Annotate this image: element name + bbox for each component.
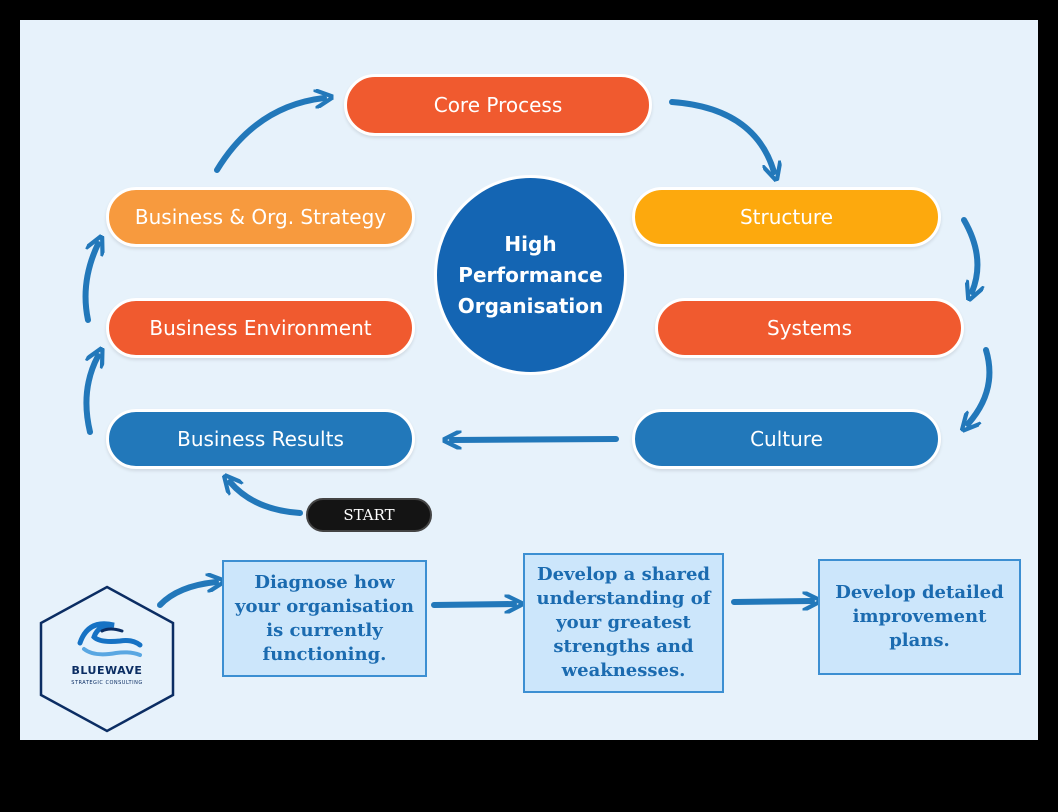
logo-name: BLUEWAVE (71, 664, 143, 677)
step-improvement-plans: Develop detailed improvement plans. (818, 559, 1021, 675)
node-business-environment: Business Environment (106, 298, 415, 358)
center-high-performance-organisation: High Performance Organisation (434, 175, 627, 375)
arrow-environment-to-strategy (82, 244, 98, 323)
node-culture: Culture (632, 409, 941, 469)
node-core-process: Core Process (344, 74, 652, 136)
arrow-step2-to-step3 (731, 601, 812, 602)
bluewave-logo (39, 585, 175, 733)
step-diagnose-text: Diagnose how your organisation is curren… (234, 571, 414, 665)
step-improvement-plans-text: Develop detailed improvement plans. (835, 582, 1004, 651)
arrow-systems-to-culture (968, 347, 993, 424)
node-structure: Structure (632, 187, 941, 247)
node-business-results-label: Business Results (177, 427, 344, 451)
wave-icon (77, 621, 143, 657)
node-business-environment-label: Business Environment (149, 316, 372, 340)
node-systems-label: Systems (767, 316, 852, 340)
arrow-culture-to-results (452, 439, 619, 440)
arrow-start-to-results (230, 482, 303, 516)
center-line-3: Organisation (457, 293, 604, 318)
node-business-results: Business Results (106, 409, 415, 469)
arrow-strategy-to-core (214, 98, 324, 173)
start-label: START (343, 506, 395, 524)
step-diagnose: Diagnose how your organisation is curren… (222, 560, 427, 677)
arrow-results-to-environment (83, 356, 98, 435)
node-systems: Systems (655, 298, 964, 358)
node-business-org-strategy: Business & Org. Strategy (106, 187, 415, 247)
arrow-step1-to-step2 (431, 604, 514, 605)
node-core-process-label: Core Process (433, 93, 563, 117)
diagram-canvas: Core Process Business & Org. Strategy St… (20, 20, 1038, 740)
node-business-org-strategy-label: Business & Org. Strategy (134, 205, 387, 229)
arrow-structure-to-systems (961, 217, 977, 292)
node-culture-label: Culture (750, 427, 823, 451)
arrow-core-to-structure (669, 99, 774, 172)
step-shared-understanding-text: Develop a shared understanding of your g… (536, 564, 711, 681)
start-button: START (306, 498, 432, 532)
flow-arrows (82, 20, 993, 740)
logo-tagline: STRATEGIC CONSULTING (71, 680, 143, 686)
arrow-logo-to-step1 (157, 582, 216, 608)
center-line-2: Performance (458, 262, 603, 287)
center-line-1: High (504, 231, 557, 256)
step-shared-understanding: Develop a shared understanding of your g… (523, 553, 724, 693)
node-structure-label: Structure (739, 205, 834, 229)
